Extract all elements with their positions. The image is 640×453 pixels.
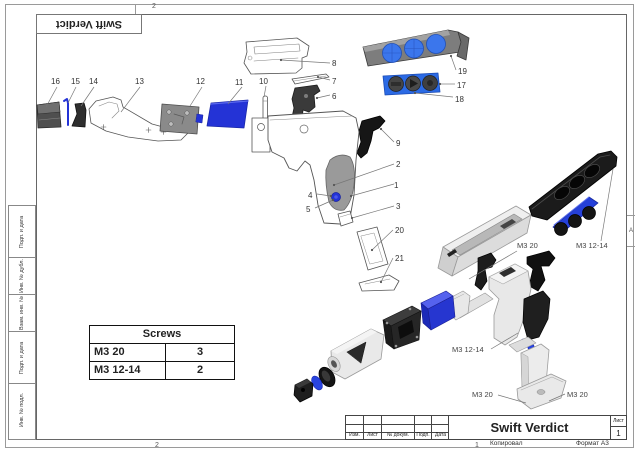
front-body-3d [327, 328, 385, 380]
zone-tick [627, 215, 635, 216]
part-14-fin [71, 102, 87, 128]
zone-tick [135, 4, 136, 14]
part-19-top-rail [362, 29, 470, 67]
fastener-label-m3-12-14: M3 12-14 [576, 241, 608, 250]
callout-numbers: 1 2 3 4 5 6 7 8 9 10 11 12 13 14 15 16 1… [51, 59, 467, 263]
part-15-pin [63, 98, 69, 126]
callout-21: 21 [395, 254, 404, 263]
screws-table: Screws M3 20 3 M3 12-14 2 [89, 325, 235, 380]
screw-name: M3 12-14 [90, 362, 166, 379]
grip-panel-3d [522, 290, 551, 341]
title-block-revision-grid: Изм. Лист № докум. Подп. Дата [346, 416, 449, 439]
flat-exploded-view [36, 29, 470, 292]
stamp-cell: Подп. и дата [9, 332, 35, 384]
callout-9: 9 [396, 139, 401, 148]
part-8-cover-plate [243, 37, 310, 75]
screws-table-title: Screws [90, 326, 234, 344]
callout-15: 15 [71, 77, 80, 86]
sheet-number-cell: Лист 1 [610, 416, 626, 439]
callout-12: 12 [196, 77, 205, 86]
column-docnum: № докум. [382, 416, 415, 439]
side-stamp-column: Подп. и дата Инв. № дубл. Взам. инв. № П… [8, 205, 36, 440]
callout-14: 14 [89, 77, 98, 86]
hammer-3d [526, 250, 556, 292]
inner-frame [36, 14, 627, 440]
fastener-labels: M3 20 M3 12-14 M3 12-14 M3 20 M3 20 [452, 241, 608, 399]
column-izm: Изм. [346, 416, 364, 439]
part-11-blue-plate [206, 99, 249, 129]
screw-qty: 3 [196, 346, 204, 358]
fastener-label-m3-20: M3 20 [517, 241, 538, 250]
footer-copied-label: Копировал [490, 440, 523, 447]
sheet-label: Лист [611, 416, 626, 427]
callout-19: 19 [458, 67, 467, 76]
table-row: M3 12-14 2 [90, 361, 234, 379]
callout-4: 4 [308, 191, 313, 200]
screw-name: M3 20 [90, 344, 166, 361]
callout-10: 10 [259, 77, 268, 86]
slide-3d [528, 150, 618, 221]
part-16-block [36, 101, 62, 129]
assembled-exploded-view-3d [293, 150, 618, 410]
callout-2: 2 [396, 160, 401, 169]
callout-16: 16 [51, 77, 60, 86]
zone-mark-bottom-right: 1 [475, 442, 479, 449]
zone-mark-bottom-left: 2 [155, 442, 159, 449]
part-17-18-button-panel [382, 72, 441, 96]
column-data: Дата [434, 432, 447, 438]
fastener-label-m3-20: M3 20 [567, 390, 588, 399]
callout-8: 8 [332, 59, 337, 68]
fastener-label-m3-12-14: M3 12-14 [452, 345, 484, 354]
blue-plate-3d [552, 196, 599, 236]
table-row: M3 20 3 [90, 344, 234, 361]
callout-6: 6 [332, 92, 337, 101]
stamp-cell: Подп. и дата [9, 206, 35, 258]
front-assembly-3d [293, 290, 494, 403]
blue-box-3d [420, 290, 456, 331]
rotated-title-box: Swift Verdict [36, 14, 142, 34]
leader-lines [45, 54, 614, 404]
callout-13: 13 [135, 77, 144, 86]
end-cap-3d [293, 378, 314, 403]
part-3-small-plate [337, 210, 354, 227]
callout-1: 1 [394, 181, 399, 190]
title-block: Изм. Лист № докум. Подп. Дата Swift Verd… [345, 415, 627, 440]
callout-18: 18 [455, 95, 464, 104]
outer-border [5, 4, 634, 448]
callout-3: 3 [396, 202, 401, 211]
part-7-strip [291, 73, 330, 85]
part-20-plate-outline [356, 226, 389, 271]
callout-5: 5 [306, 205, 311, 214]
part-12-plate [159, 103, 204, 135]
column-list: Лист [364, 416, 382, 439]
screw-qty: 2 [196, 364, 204, 376]
stamp-cell: Взам. инв. № [9, 295, 35, 332]
callout-7: 7 [332, 77, 337, 86]
callout-20: 20 [395, 226, 404, 235]
column-podp: Подп. [415, 416, 432, 439]
callout-17: 17 [457, 81, 466, 90]
lens-ring-3d [318, 366, 336, 388]
footer-format-label: Формат А3 [576, 440, 609, 447]
part-9-trigger [356, 115, 386, 159]
stamp-cell: Инв. № дубл. [9, 258, 35, 295]
part-21-flat-plate [358, 274, 400, 292]
trigger-3d [474, 252, 497, 291]
callout-11: 11 [235, 78, 244, 87]
sheet-number: 1 [616, 428, 621, 438]
zone-mark-top: 2 [152, 3, 156, 10]
grip-frame-outline [251, 110, 360, 225]
document-title: Swift Verdict [490, 420, 569, 435]
zone-tick [627, 246, 635, 247]
base-plate-3d [516, 373, 567, 410]
zone-mark-right: А [629, 228, 634, 234]
black-box-3d [382, 305, 422, 350]
receiver-3d [437, 205, 532, 277]
fastener-label-m3-20: M3 20 [472, 390, 493, 399]
